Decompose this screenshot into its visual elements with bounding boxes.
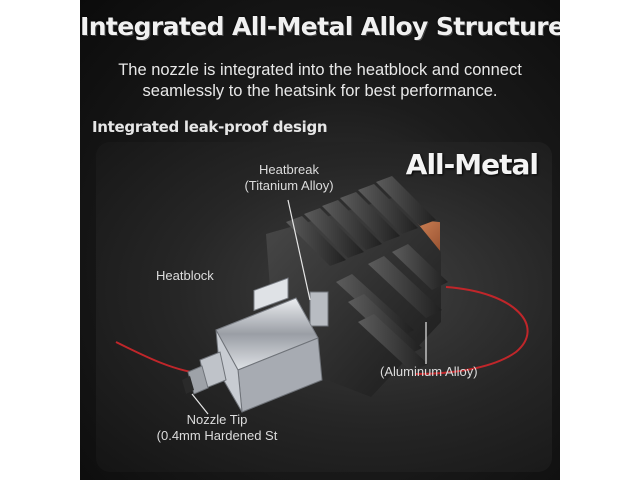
wire-right [415,286,529,375]
label-nozzle-material: (0.4mm Hardened St [156,428,278,443]
leader-heatbreak [287,199,311,301]
leader-nozzle [191,393,209,415]
product-photo: All-Metal Heatbreak (Titanium Alloy) Hea… [96,142,552,472]
label-heatbreak-material: (Titanium Alloy) [244,178,334,193]
heatblock [215,277,323,413]
all-metal-badge: All-Metal [405,148,539,181]
label-nozzle: Nozzle Tip (0.4mm Hardened St [152,412,282,444]
nozzle [182,351,227,395]
feature-title: Integrated leak-proof design [92,118,328,136]
subtitle-line-1: The nozzle is integrated into the heatbl… [118,61,522,79]
headline: Integrated All-Metal Alloy Structure [80,12,560,41]
hotend-illustration [115,176,529,415]
subtitle-line-2: seamlessly to the heatsink for best perf… [142,82,498,100]
heatbreak-tube [309,291,329,327]
label-nozzle-name: Nozzle Tip [186,412,248,427]
label-heatblock: Heatblock [156,268,214,283]
label-heatbreak: Heatbreak (Titanium Alloy) [224,162,354,194]
wire-left [115,341,207,375]
label-heatbreak-name: Heatbreak [259,162,319,177]
heatsink-fins [286,176,448,372]
label-heatsink-material: (Aluminum Alloy) [380,364,478,379]
product-poster: Integrated All-Metal Alloy Structure The… [80,0,560,480]
